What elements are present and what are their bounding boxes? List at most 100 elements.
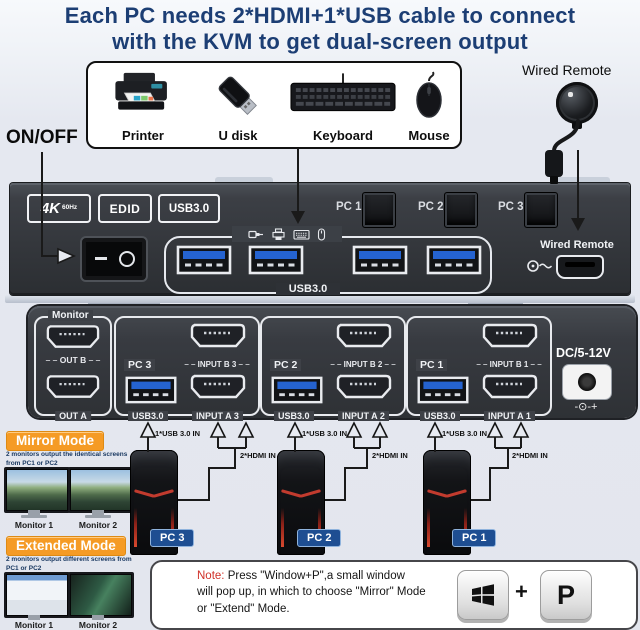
remote-jack-icon bbox=[527, 260, 553, 272]
pc1-select-button bbox=[362, 192, 396, 228]
mirror-desc-line1: 2 monitors output the identical screens bbox=[6, 451, 128, 458]
hdmi-port-input-b3 bbox=[190, 323, 246, 348]
title-line-2: with the KVM to get dual-screen output bbox=[112, 28, 528, 54]
pc3-hdmi-cable-label: 2*HDMI IN bbox=[240, 451, 276, 460]
title-line-1: Each PC needs 2*HDMI+1*USB cable to conn… bbox=[64, 3, 576, 28]
mouse-icon bbox=[416, 71, 442, 118]
p-key: P bbox=[540, 570, 592, 620]
mouse-mini-icon bbox=[317, 227, 326, 241]
pc3-hdmi-cable bbox=[178, 447, 246, 501]
extended-monitor-2-thumbnail bbox=[68, 572, 134, 618]
hdmi-port-input-b2 bbox=[336, 323, 392, 348]
input-a2-label: INPUT A 2 bbox=[338, 411, 389, 421]
pc1-usb-label: USB3.0 bbox=[420, 411, 460, 421]
hdmi-port-input-a2 bbox=[336, 374, 392, 399]
usb3-group-label: USB3.0 bbox=[276, 283, 340, 295]
usb3-port-pc2 bbox=[271, 376, 323, 404]
usb3-port-pc1 bbox=[417, 376, 469, 404]
peripherals-box: Printer U disk Keyboar bbox=[86, 61, 462, 149]
mirror-monitor-2-label: Monitor 2 bbox=[78, 520, 118, 530]
pc1-input-group: PC 1 INPUT B 1 USB3.0 INPUT A 1 bbox=[406, 316, 552, 421]
monitor-base bbox=[21, 515, 47, 518]
monitor-stand bbox=[92, 615, 104, 620]
badge-usb3: USB3.0 bbox=[158, 194, 220, 223]
windows-key bbox=[457, 570, 509, 620]
pc1-badge: PC 1 bbox=[452, 529, 497, 547]
keyboard-mini-icon bbox=[293, 229, 310, 240]
usb-drive-icon bbox=[218, 76, 257, 115]
input-b1-label: INPUT B 1 bbox=[470, 360, 548, 369]
page-title: Each PC needs 2*HDMI+1*USB cable to conn… bbox=[0, 3, 640, 55]
badge-edid: EDID bbox=[98, 194, 152, 223]
usb3-port bbox=[352, 245, 408, 275]
mirror-monitor-1-label: Monitor 1 bbox=[14, 520, 54, 530]
p-key-glyph: P bbox=[556, 579, 575, 610]
monitor-base bbox=[85, 515, 111, 518]
out-b-label: OUT B bbox=[36, 355, 110, 365]
pc3-badge: PC 3 bbox=[150, 529, 195, 547]
extended-monitor-1-thumbnail bbox=[4, 572, 70, 618]
front-panel-base bbox=[5, 295, 635, 303]
input-b3-label: INPUT B 3 bbox=[178, 360, 256, 369]
badge-4k-text: 4K bbox=[40, 200, 60, 217]
hdmi-port-input-b1 bbox=[482, 323, 538, 348]
pc2-usb-label: USB3.0 bbox=[274, 411, 314, 421]
pc2-group-label: PC 2 bbox=[270, 359, 302, 371]
mirror-mode-badge: Mirror Mode bbox=[6, 431, 105, 451]
windows-logo-icon bbox=[472, 584, 494, 606]
pc1-usb-cable-label: 1*USB 3.0 IN bbox=[442, 429, 488, 438]
wired-remote-label: Wired Remote bbox=[522, 62, 612, 78]
printer-label: Printer bbox=[122, 128, 164, 143]
on-off-label: ON/OFF bbox=[6, 127, 78, 148]
peripheral-keyboard: Keyboard bbox=[286, 67, 400, 144]
usb3-port bbox=[176, 245, 232, 275]
kvm-front-panel: 4K 60Hz EDID USB3.0 PC 1 PC 2 PC 3 bbox=[10, 183, 630, 295]
input-a3-label: INPUT A 3 bbox=[192, 411, 243, 421]
panel-foot bbox=[215, 177, 273, 184]
mouse-label: Mouse bbox=[408, 128, 450, 143]
plus-sign: + bbox=[515, 579, 528, 604]
note-text: Note: Press "Window+P",a small window wi… bbox=[197, 568, 455, 617]
panel-foot bbox=[468, 301, 523, 307]
mirror-mode-description: 2 monitors output the identical screens … bbox=[6, 450, 127, 469]
pc2-select-button bbox=[444, 192, 478, 228]
pc1-group-label: PC 1 bbox=[416, 359, 448, 371]
printer-mini-icon bbox=[272, 227, 285, 240]
hdmi-port-input-a3 bbox=[190, 374, 246, 399]
extended-desc-line2: PC1 or PC2 bbox=[6, 565, 42, 573]
monitor-group-label: Monitor bbox=[48, 310, 93, 321]
pc2-badge: PC 2 bbox=[297, 529, 342, 547]
monitor-out-group: Monitor OUT B OUT A bbox=[34, 310, 112, 421]
out-a-label: OUT A bbox=[55, 411, 91, 421]
printer-icon bbox=[115, 72, 167, 110]
note-prefix: Note: bbox=[197, 570, 225, 582]
hdmi-port-out-a bbox=[46, 375, 100, 398]
hdmi-port-out-b bbox=[46, 325, 100, 348]
device-icons-strip bbox=[232, 226, 342, 242]
switch-on-mark bbox=[95, 257, 107, 260]
usb3-port bbox=[248, 245, 304, 275]
pc3-usb-cable-label: 1*USB 3.0 IN bbox=[155, 429, 201, 438]
pc1-button-label: PC 1 bbox=[336, 201, 362, 213]
extended-mode-badge: Extended Mode bbox=[6, 536, 126, 556]
pc2-usb-cable-label: 1*USB 3.0 IN bbox=[302, 429, 348, 438]
monitor-stand bbox=[28, 510, 40, 515]
peripheral-printer: Printer bbox=[96, 67, 190, 144]
keyboard-icon bbox=[290, 73, 396, 112]
note-box: Note: Press "Window+P",a small window wi… bbox=[150, 560, 638, 630]
peripheral-mouse: Mouse bbox=[402, 67, 456, 144]
pc1-hdmi-cable-label: 2*HDMI IN bbox=[512, 451, 548, 460]
dc-power-jack bbox=[562, 364, 612, 400]
panel-foot bbox=[552, 177, 610, 184]
dc-power-label: DC/5-12V bbox=[556, 346, 611, 360]
wired-remote-port-label: Wired Remote bbox=[540, 239, 614, 251]
mirror-monitor-1-thumbnail bbox=[4, 467, 70, 513]
note-line-2: will pop up, in which to choose "Mirror"… bbox=[197, 586, 426, 599]
usb3-port-pc3 bbox=[125, 376, 177, 404]
wired-remote-button-icon bbox=[556, 82, 598, 129]
wired-remote-port bbox=[556, 255, 604, 279]
udisk-label: U disk bbox=[218, 128, 258, 143]
badge-4k60hz: 4K 60Hz bbox=[27, 194, 91, 223]
panel-foot bbox=[88, 301, 160, 307]
